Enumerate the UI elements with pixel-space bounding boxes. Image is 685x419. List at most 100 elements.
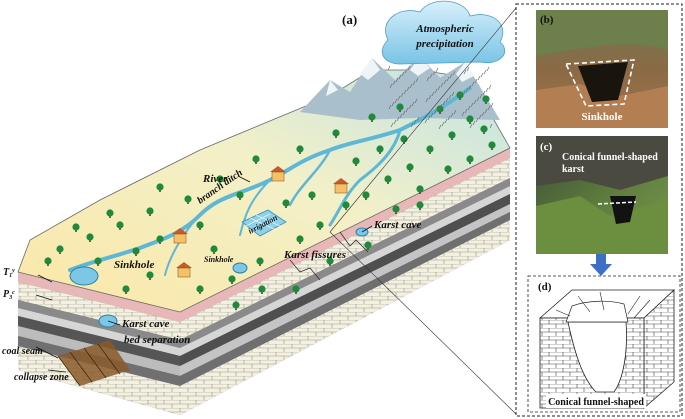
leader-lines [35,175,373,373]
panel-b-caption: Sinkhole [582,111,623,123]
tree-icon [258,285,266,294]
rain-drop [478,114,482,120]
tree-icon [482,95,490,104]
sinkhole-large-marker [69,266,99,286]
rain-drop [409,83,413,89]
rain-drop [390,122,394,128]
rain-drop [429,73,433,79]
tree-icon [196,285,204,294]
rain-drop [412,80,416,86]
rain-drop [466,66,470,72]
panel-d-caption: Conical funnel-shaped [548,397,644,408]
tree-icon [132,247,140,256]
rain-drop [471,81,475,87]
rain-drop [474,78,478,84]
tree-icon [106,209,114,218]
tree-icon [384,175,392,184]
rain-drop [428,94,432,100]
rain-drop [464,108,468,114]
panel-d: (d) Conical funnel-shaped [527,275,681,413]
tree-icon [316,221,324,230]
rain-drop [432,70,436,76]
rain-drop [397,95,401,101]
tree-icon [146,271,154,280]
panel-c-caption-line1: Conical funnel-shaped [562,152,658,163]
river-label: River [202,173,228,185]
cloud-label-line1: Atmospheric [415,23,474,35]
karst-cave-top-label: Karst cave [373,219,421,231]
rain-drop [405,107,409,113]
rain-drop [393,119,397,125]
rain-drop [475,117,479,123]
rain-drop [473,99,477,105]
rain-drop [488,84,492,90]
tree-icon [376,145,384,154]
rain-drop [426,76,430,82]
rain-drop [442,100,446,106]
rain-drop [403,89,407,95]
tree-icon [56,245,64,254]
tree-icon [228,275,236,284]
rain-drop [449,73,453,79]
rain-drop [451,91,455,97]
tree-icon [342,201,350,210]
tree-icon [416,185,424,194]
cloud-label-line2: precipitation [415,38,473,50]
rain-drop [453,109,457,115]
rain-drop [401,71,405,77]
tree-icon [444,165,452,174]
rain-drop [452,70,456,76]
tree-icon [480,125,488,134]
arrow-down-icon [590,254,612,276]
tree-icon [396,103,404,112]
rain-drop [391,101,395,107]
stratum-t-label: T1y [3,267,15,279]
rain-drop [439,103,443,109]
rain-drop [430,112,434,118]
rain-drop [470,102,474,108]
tree-icon [252,155,260,164]
rain-drop [436,106,440,112]
rain-drop [388,104,392,110]
tree-icon [362,191,370,200]
rain-drop [468,84,472,90]
strata-front [180,148,510,415]
karst-cave-bottom-label: Karst cave [121,318,169,330]
sinkhole-large-label: Sinkhole [114,259,154,271]
panel-b: (b) Sinkhole [536,10,668,128]
tree-icon [456,91,464,100]
tree-icon [156,235,164,244]
rain-drop [394,98,398,104]
rain-drop [399,113,403,119]
rain-drop [444,118,448,124]
stratum-p-label: P3c [3,289,15,301]
tree-icon [116,221,124,230]
rain-drop [389,83,393,89]
tree-icon [368,113,376,122]
rain-drop [411,101,415,107]
rain-drop [483,69,487,75]
rain-drop [480,72,484,78]
tree-icon [488,141,496,150]
rain-drop [402,110,406,116]
tree-icon [282,199,290,208]
rain-drop [443,79,447,85]
tree-icon [426,145,434,154]
rain-drop [431,91,435,97]
rain-drop [398,74,402,80]
rain-drop [416,116,420,122]
rain-drop [414,98,418,104]
rain-drop [415,77,419,83]
rain-drop [463,69,467,75]
houses [172,166,349,278]
tree-icon [296,235,304,244]
rain-drop [425,97,429,103]
rain-drop [435,67,439,73]
tree-icon [184,195,192,204]
rain-drop [406,86,410,92]
rain-drop [387,65,391,71]
tree-icon [236,191,244,200]
tree-icon [392,205,400,214]
tree-icon [256,257,264,266]
